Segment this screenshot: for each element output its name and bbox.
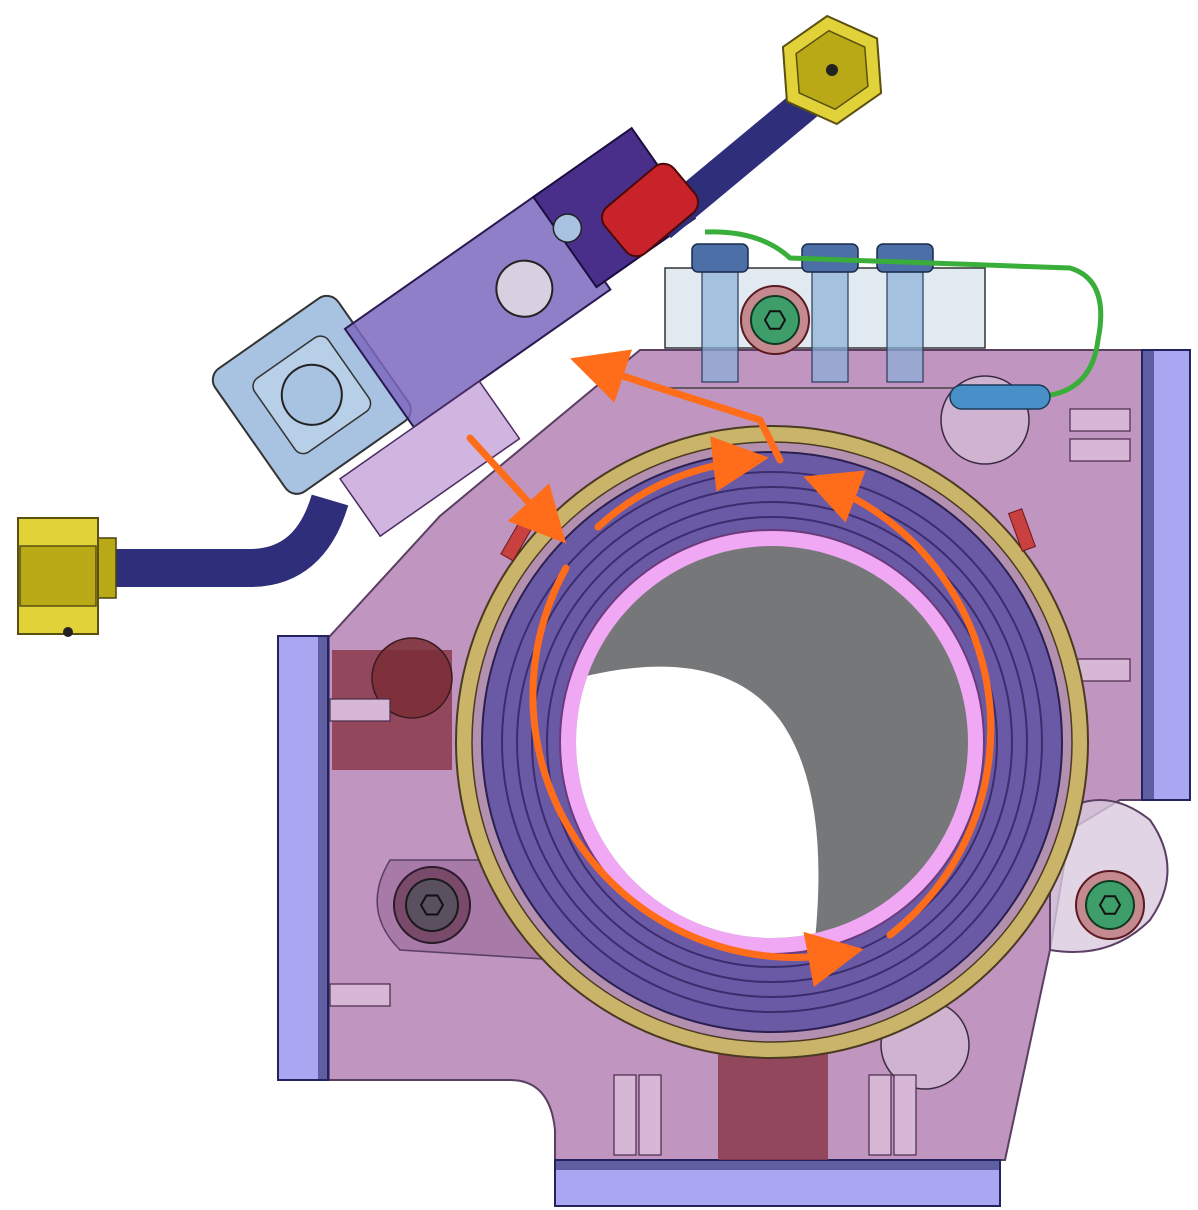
port-left <box>371 637 453 719</box>
valve-port <box>495 259 554 318</box>
coil-winding-4 <box>546 516 998 968</box>
stud <box>1069 438 1131 462</box>
flow-arrow-inlet <box>466 434 567 544</box>
flange-right-edge <box>1142 350 1154 800</box>
flange-left-edge <box>318 636 330 1080</box>
coil-winding-2 <box>516 486 1028 998</box>
inlet-fitting-top <box>600 14 883 258</box>
hex-nut-top <box>781 14 883 126</box>
stud <box>1069 408 1131 432</box>
coil-winding-3 <box>531 501 1013 983</box>
stud <box>329 983 391 1007</box>
flow-arrow-top-left-arc <box>594 436 769 531</box>
coolant-flow-arrows <box>466 349 995 987</box>
coil-winding-1 <box>501 471 1043 1013</box>
valve-block-lower <box>339 380 521 538</box>
bolts <box>393 285 1145 944</box>
flow-arrow-bottom-right <box>803 470 995 939</box>
flow-arrow-return <box>570 349 784 464</box>
coil-lead-right <box>1007 508 1037 552</box>
bolt-left <box>393 866 471 944</box>
valve-port-small <box>552 213 583 243</box>
sensor-plug <box>876 243 934 383</box>
pipe-left <box>100 494 349 587</box>
flange-bottom-edge <box>555 1160 1000 1170</box>
red-cap <box>600 162 700 258</box>
flow-arrow-left-arc <box>529 564 864 987</box>
flanges <box>277 349 1191 1207</box>
stud <box>868 1074 892 1156</box>
bolt-top <box>740 285 810 355</box>
mounting-studs <box>329 408 1131 1156</box>
stud <box>638 1074 662 1156</box>
outlet-fitting-left <box>17 494 349 637</box>
bolt-right <box>1075 870 1145 940</box>
stud <box>613 1074 637 1156</box>
inline-sensor <box>949 384 1051 410</box>
sensor-plug <box>691 243 749 383</box>
solenoid-knob <box>280 363 343 426</box>
stud <box>329 698 391 722</box>
hex-nut-left <box>17 517 99 637</box>
sensor-row <box>691 243 934 383</box>
sensor-wire <box>704 229 1104 399</box>
stud <box>893 1074 917 1156</box>
